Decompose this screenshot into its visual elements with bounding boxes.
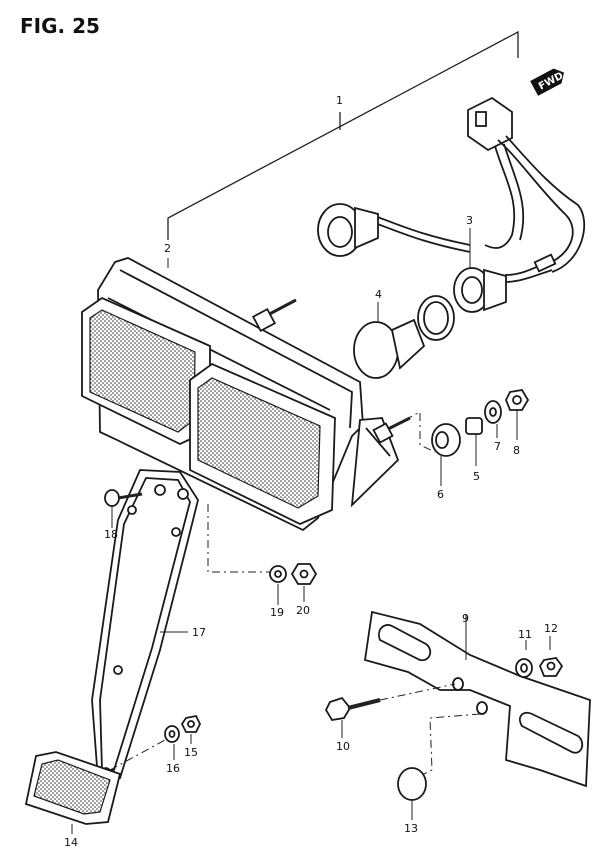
bulb-socket-right xyxy=(453,267,507,313)
grommet xyxy=(431,423,461,457)
cap-13 xyxy=(397,767,427,801)
tail-light-housing xyxy=(81,257,400,532)
reflector xyxy=(24,751,122,834)
callout-8: 8 xyxy=(513,444,520,457)
leaders-14-18 xyxy=(109,228,471,771)
nut-19 xyxy=(269,565,287,583)
callout-19: 19 xyxy=(270,606,284,619)
collar xyxy=(465,417,483,435)
callout-3: 3 xyxy=(466,214,473,227)
figure-title: FIG. 25 xyxy=(20,14,100,38)
callout-10: 10 xyxy=(336,740,350,753)
bulb-socket-left xyxy=(317,203,379,257)
nut-12 xyxy=(538,657,564,677)
callout-11: 11 xyxy=(518,628,532,641)
bolt-10 xyxy=(324,683,456,721)
assembly-leader-1 xyxy=(167,30,519,240)
leaders-5-8 xyxy=(404,410,518,486)
callout-2: 2 xyxy=(164,242,171,255)
washer-16 xyxy=(164,725,180,743)
callout-9: 9 xyxy=(462,612,469,625)
callout-16: 16 xyxy=(166,762,180,775)
callout-20: 20 xyxy=(296,604,310,617)
bulb xyxy=(353,295,455,379)
washer-11 xyxy=(515,658,533,678)
callout-18: 18 xyxy=(104,528,118,541)
washer xyxy=(484,400,502,424)
callout-6: 6 xyxy=(437,488,444,501)
callout-14: 14 xyxy=(64,836,78,849)
nut-8 xyxy=(505,389,530,411)
wiring-harness xyxy=(371,96,586,283)
callout-4: 4 xyxy=(375,288,382,301)
callout-1: 1 xyxy=(336,94,343,107)
license-plate-bracket xyxy=(363,610,591,788)
callout-5: 5 xyxy=(473,470,480,483)
callout-13: 13 xyxy=(404,822,418,835)
callout-15: 15 xyxy=(184,746,198,759)
callout-12: 12 xyxy=(544,622,558,635)
callout-17: 17 xyxy=(192,626,206,639)
callout-7: 7 xyxy=(494,440,501,453)
license-bracket xyxy=(91,469,199,781)
nut-20 xyxy=(290,563,318,585)
leaders-19-20 xyxy=(207,504,305,605)
nut-15 xyxy=(180,714,202,733)
